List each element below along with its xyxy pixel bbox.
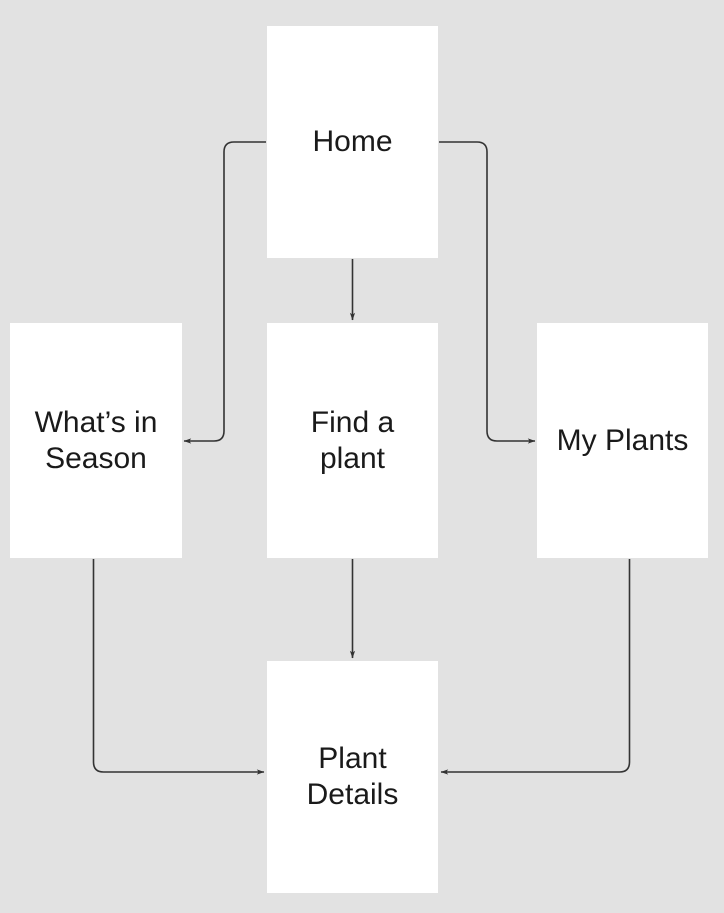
edge-my-plants-to-plant-details (440, 559, 631, 775)
node-my-plants-label: My Plants (556, 423, 689, 457)
node-whats-in-season-label: What’s in Season (34, 405, 158, 475)
node-find-a-plant-label: Find a plant (310, 405, 395, 475)
node-plant-details[interactable]: Plant Details (267, 661, 438, 893)
node-home-label: Home (312, 125, 393, 158)
node-home[interactable]: Home (267, 26, 438, 258)
node-find-a-plant[interactable]: Find a plant (267, 323, 438, 558)
node-my-plants[interactable]: My Plants (537, 323, 708, 558)
edge-whats-in-season-to-plant-details (92, 559, 265, 775)
node-plant-details-label: Plant Details (306, 742, 399, 811)
edge-home-to-whats-in-season (183, 141, 266, 444)
edge-home-to-my-plants (439, 141, 536, 444)
node-whats-in-season[interactable]: What’s in Season (10, 323, 182, 558)
